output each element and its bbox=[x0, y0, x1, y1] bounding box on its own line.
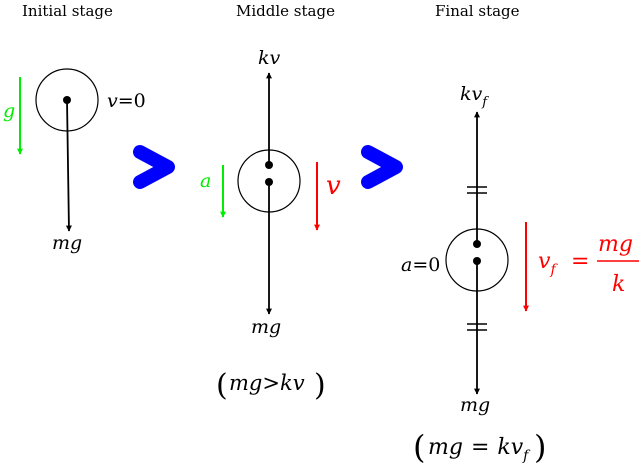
gravity-label: g bbox=[3, 100, 15, 122]
middle-stage: Middle stage kv mg a v ( mg>kv ) bbox=[200, 2, 341, 403]
initial-stage: Initial stage g mg v=0 bbox=[3, 2, 146, 254]
middle-stage-title: Middle stage bbox=[236, 2, 335, 20]
initial-weight-arrow bbox=[65, 99, 72, 232]
final-weight-label: mg bbox=[460, 394, 490, 416]
middle-weight-label: mg bbox=[251, 316, 281, 338]
svg-text:mg=kvf: mg=kvf bbox=[428, 435, 531, 464]
svg-text:(: ( bbox=[413, 428, 425, 466]
svg-text:mg>kv: mg>kv bbox=[229, 371, 305, 395]
final-drag-label: kvf bbox=[460, 83, 489, 110]
final-condition: ( mg=kvf ) bbox=[413, 428, 546, 466]
svg-text:(: ( bbox=[216, 368, 228, 403]
final-weight-tick-marks bbox=[467, 323, 487, 331]
svg-text:): ) bbox=[534, 428, 546, 466]
terminal-velocity-formula: vf = mg k bbox=[538, 232, 639, 297]
initial-stage-title: Initial stage bbox=[22, 2, 113, 20]
svg-text:mg: mg bbox=[598, 232, 633, 257]
transition-arrow-1 bbox=[133, 145, 175, 189]
middle-accel-label: a bbox=[200, 170, 211, 192]
middle-ball-top-dot bbox=[265, 161, 273, 169]
final-ball-top-dot bbox=[473, 240, 481, 248]
final-stage: Final stage kvf mg a=0 vf = mg k ( mg=kv… bbox=[401, 2, 639, 466]
initial-weight-label: mg bbox=[52, 232, 82, 254]
middle-velocity-label: v bbox=[326, 171, 341, 201]
svg-text:=: = bbox=[571, 249, 589, 274]
middle-drag-label: kv bbox=[258, 47, 281, 69]
final-drag-tick-marks bbox=[467, 186, 487, 194]
svg-text:k: k bbox=[612, 272, 625, 297]
svg-text:vf: vf bbox=[538, 249, 558, 278]
transition-arrow-2 bbox=[361, 145, 403, 189]
final-stage-title: Final stage bbox=[435, 2, 520, 20]
initial-velocity-label: v=0 bbox=[107, 90, 146, 112]
svg-text:): ) bbox=[314, 368, 326, 403]
middle-condition: ( mg>kv ) bbox=[216, 368, 326, 403]
final-accel-label: a=0 bbox=[401, 254, 440, 276]
